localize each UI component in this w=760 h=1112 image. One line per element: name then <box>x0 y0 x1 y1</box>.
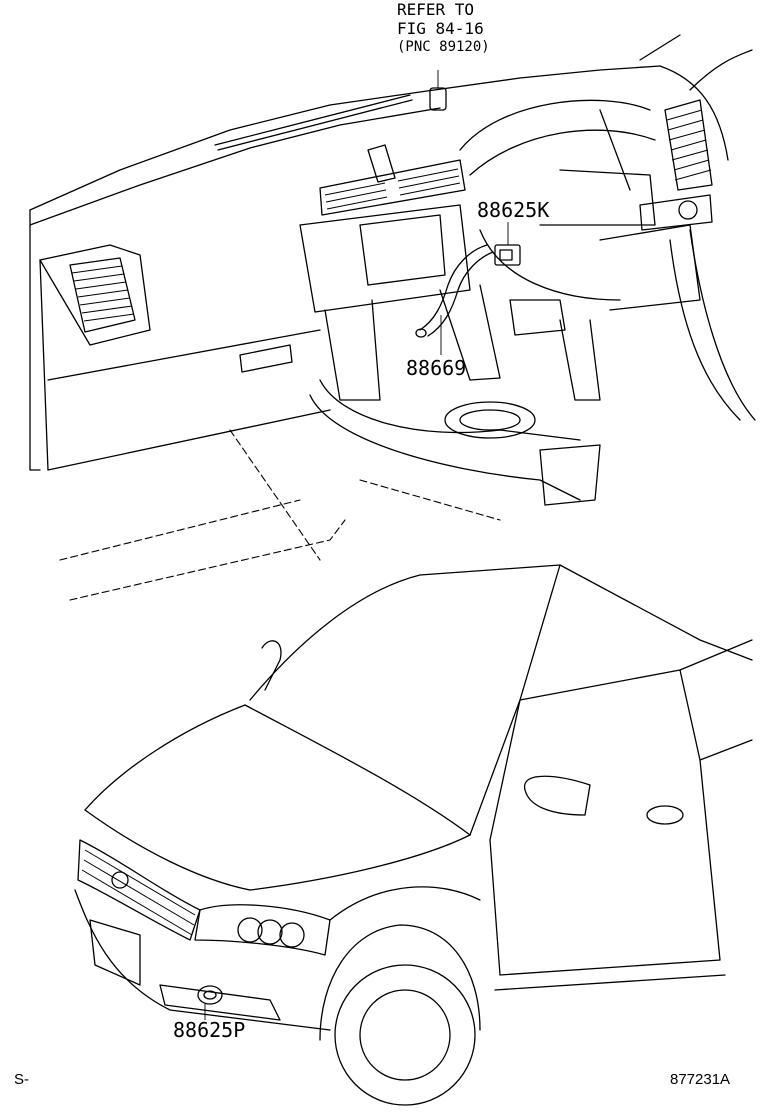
solar-sensor-part <box>429 70 447 111</box>
left-air-vent <box>69 257 136 333</box>
front-grille <box>77 839 201 941</box>
illustration-number: 877231A <box>670 1071 731 1088</box>
car-exterior-illustration <box>74 564 753 1106</box>
reference-line-2: FIG 84-16 <box>397 19 484 38</box>
footer-code: S- <box>14 1071 29 1088</box>
callout-88625P: 88625P <box>173 1018 246 1042</box>
reference-pnc: (PNC 89120) <box>397 39 490 55</box>
aspirator-hose <box>415 244 494 355</box>
callout-88625K: 88625K <box>477 198 550 222</box>
reference-line-1: REFER TO <box>397 0 475 19</box>
ambient-temperature-sensor <box>197 985 223 1020</box>
dashboard-illustration <box>29 34 756 601</box>
right-air-vent <box>664 99 713 191</box>
callout-88669: 88669 <box>406 356 467 380</box>
room-temperature-sensor <box>494 222 521 266</box>
center-air-vents <box>324 168 461 210</box>
headlights <box>194 904 331 956</box>
